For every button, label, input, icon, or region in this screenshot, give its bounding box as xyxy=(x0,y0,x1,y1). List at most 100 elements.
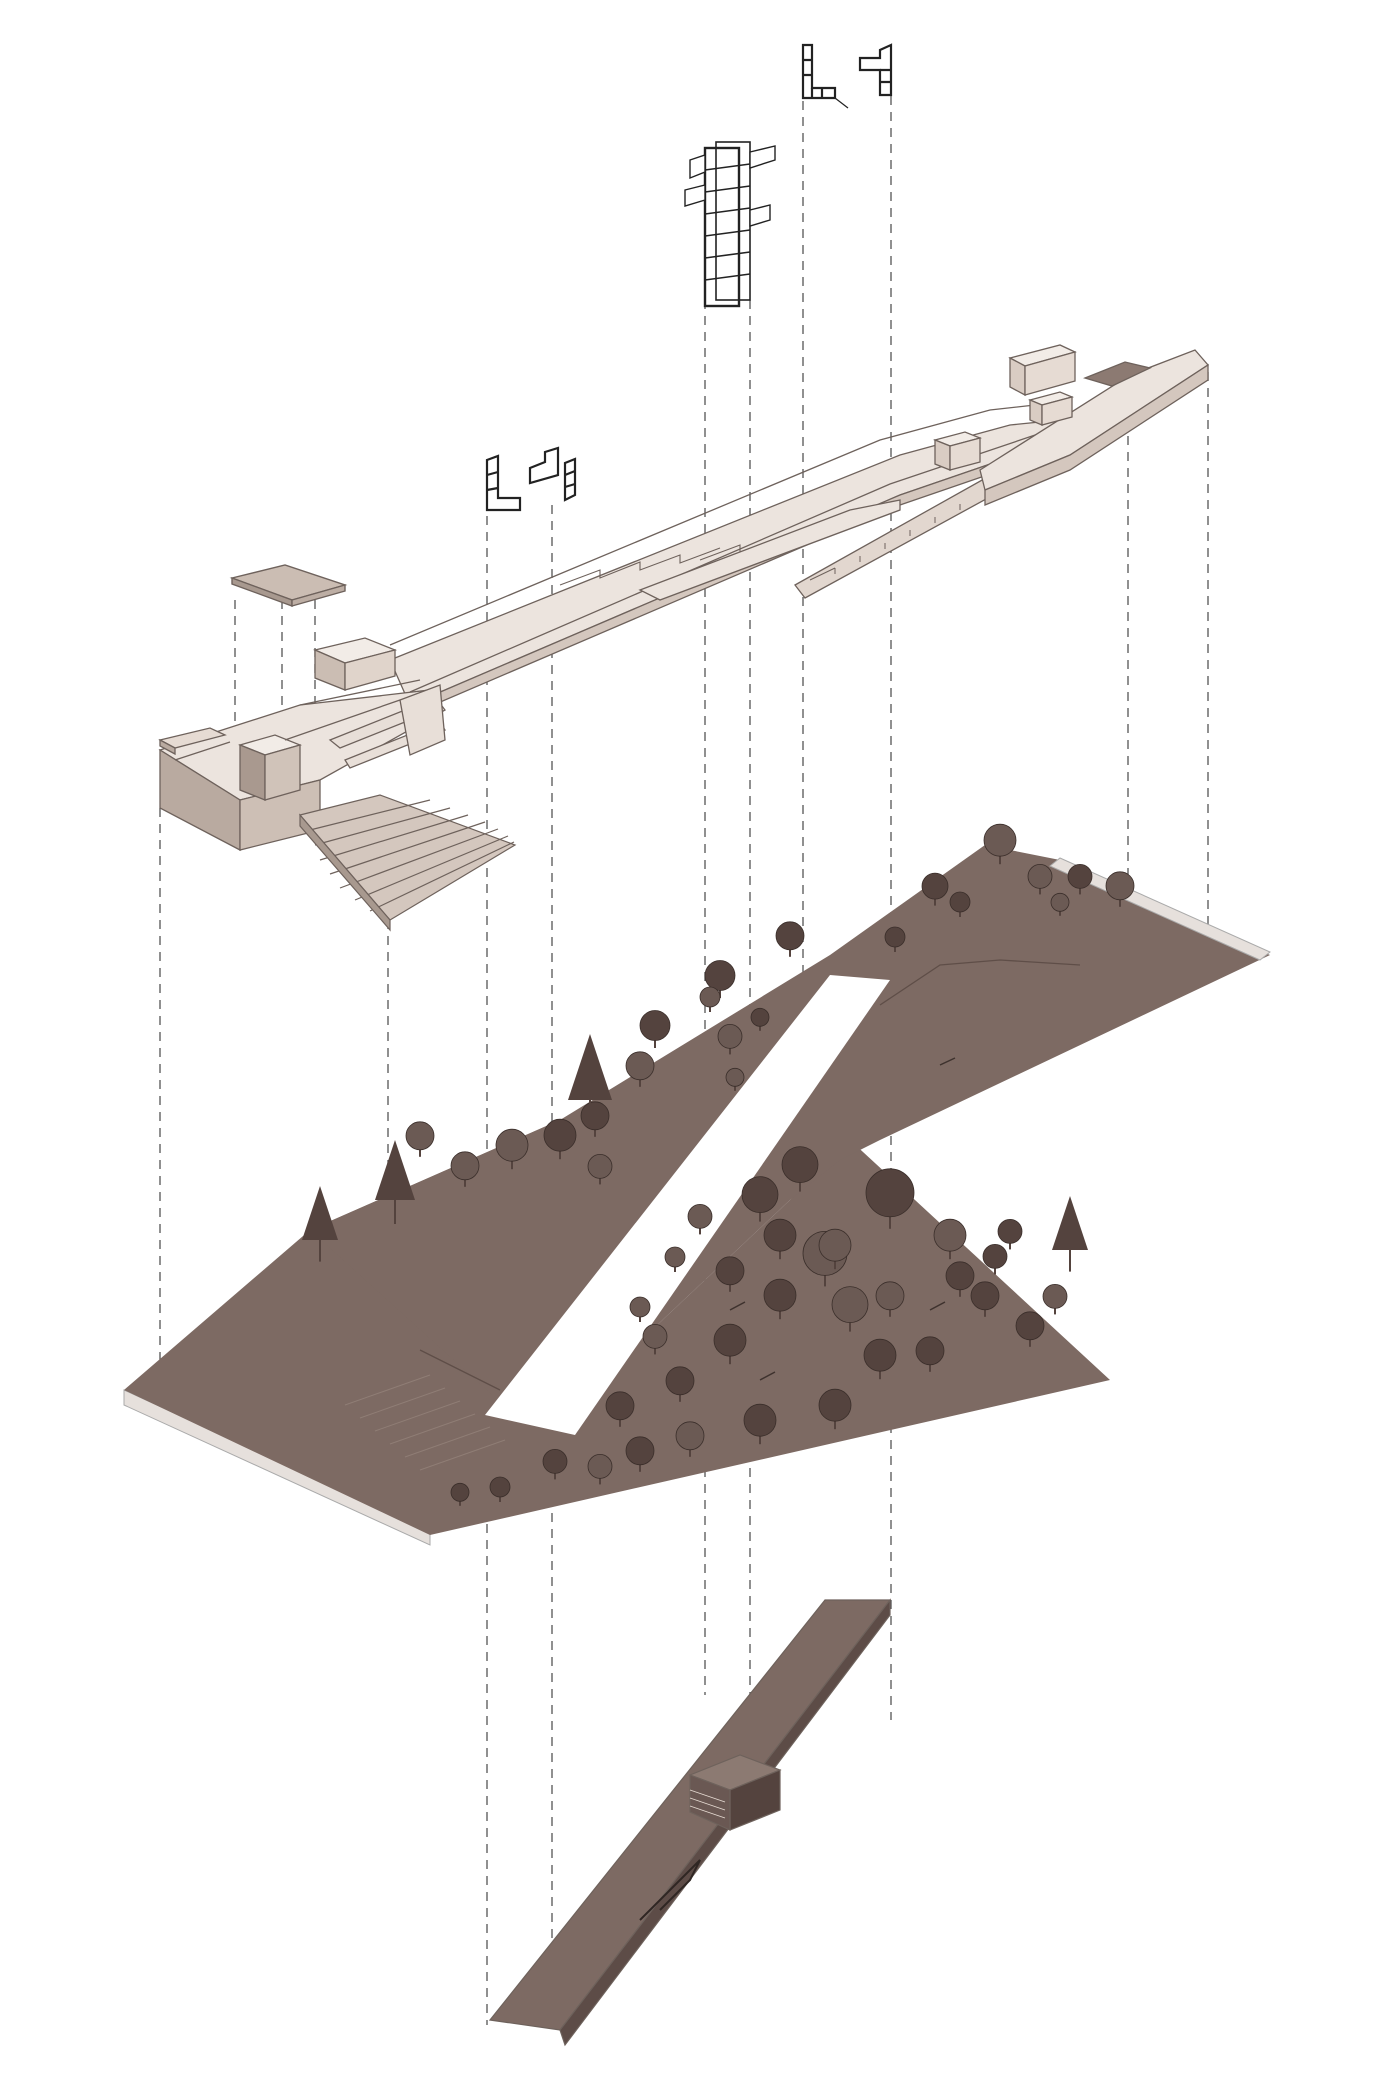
deciduous-tree xyxy=(543,1118,577,1160)
deciduous-tree xyxy=(725,1067,745,1091)
amphitheater-step-lines xyxy=(309,799,515,912)
stair-tower xyxy=(684,141,776,308)
deciduous-tree xyxy=(450,1482,470,1506)
deciduous-tree xyxy=(970,1281,1000,1317)
deciduous-tree xyxy=(884,926,906,952)
deciduous-tree xyxy=(949,891,971,917)
deciduous-tree xyxy=(1067,864,1093,895)
deciduous-tree xyxy=(664,1246,686,1272)
walkway-lower-ramp-steps xyxy=(809,504,961,581)
tower-floor-lines xyxy=(704,163,751,281)
trench-crack xyxy=(639,1859,701,1921)
trench-floor xyxy=(488,1599,892,2031)
terrace-railing xyxy=(174,679,421,761)
ground-upper-slab xyxy=(310,845,1270,1420)
walkway-railing-upper xyxy=(389,404,1036,646)
tower-frame-front xyxy=(703,146,741,308)
pavilion-court xyxy=(1083,361,1152,387)
pavilion-block-1 xyxy=(1008,344,1077,397)
deciduous-tree xyxy=(629,1296,651,1322)
terrace-canopy-left xyxy=(158,727,227,756)
conifer-tree xyxy=(375,1140,415,1224)
bench xyxy=(759,1371,776,1381)
deciduous-tree xyxy=(763,1278,797,1320)
entry-steps xyxy=(344,1374,506,1471)
frame-module-tail xyxy=(834,97,849,109)
deciduous-tree xyxy=(781,1146,819,1192)
deciduous-tree xyxy=(625,1051,655,1087)
bench xyxy=(939,1057,956,1066)
deciduous-tree xyxy=(945,1261,975,1297)
deciduous-tree xyxy=(997,1219,1023,1250)
deciduous-tree xyxy=(1050,892,1070,916)
bench xyxy=(929,1301,946,1311)
deciduous-tree xyxy=(642,1324,668,1355)
walkway-ramp-branch xyxy=(638,499,901,601)
deciduous-tree xyxy=(983,823,1017,865)
deciduous-tree xyxy=(741,1176,779,1222)
pavilion-block-2 xyxy=(1027,391,1075,426)
deciduous-tree xyxy=(915,1336,945,1372)
deciduous-tree xyxy=(587,1454,613,1485)
frame-module-corner xyxy=(858,43,893,97)
bench xyxy=(729,1301,746,1311)
deciduous-tree xyxy=(665,1366,695,1402)
terrace-stair-ramps xyxy=(328,684,446,769)
deciduous-tree xyxy=(587,1154,613,1185)
terrace-cube xyxy=(237,734,303,801)
frame-module-l-shape xyxy=(801,43,837,100)
end-pavilion xyxy=(932,344,1209,506)
frame-module-step xyxy=(528,446,560,485)
terrace-pavilion xyxy=(312,637,398,691)
deciduous-tree xyxy=(818,1388,852,1430)
benches xyxy=(729,1057,956,1381)
deciduous-tree xyxy=(875,1281,905,1317)
central-void xyxy=(485,975,890,1435)
deciduous-tree xyxy=(1027,864,1053,895)
amphitheater-edge xyxy=(299,813,391,932)
deciduous-tree xyxy=(704,960,736,998)
deciduous-tree xyxy=(865,1168,915,1229)
deciduous-tree xyxy=(699,986,721,1012)
deciduous-tree xyxy=(625,1436,655,1472)
walkway-side xyxy=(409,439,1061,716)
deciduous-tree xyxy=(863,1338,897,1380)
deciduous-tree xyxy=(921,872,949,906)
roof-canopy xyxy=(229,564,348,608)
terrace-building xyxy=(158,637,446,852)
ground-path xyxy=(419,959,1081,1391)
underground-channel xyxy=(488,1598,892,2047)
deciduous-tree xyxy=(489,1476,511,1502)
trees xyxy=(302,823,1135,1506)
deciduous-tree xyxy=(450,1151,480,1187)
deciduous-tree xyxy=(405,1121,435,1157)
deciduous-tree xyxy=(763,1218,797,1260)
deciduous-tree xyxy=(639,1010,671,1048)
deciduous-tree xyxy=(687,1204,713,1235)
tower-stair-flights xyxy=(684,145,776,227)
elevator-frame-modules-left xyxy=(485,446,577,512)
deciduous-tree xyxy=(605,1391,635,1427)
pavilion-side xyxy=(984,363,1209,506)
deciduous-tree xyxy=(831,1286,869,1332)
deciduous-tree xyxy=(775,921,805,957)
conifer-tree xyxy=(568,1034,612,1127)
deciduous-tree xyxy=(743,1403,777,1445)
deciduous-tree xyxy=(1105,871,1135,907)
canopy-side-2 xyxy=(291,584,346,607)
elevated-walkway xyxy=(389,404,1061,716)
ground-edge-right xyxy=(1049,857,1271,961)
deciduous-tree xyxy=(982,1244,1008,1275)
deciduous-tree xyxy=(495,1128,529,1170)
stair-landing xyxy=(688,1754,782,1831)
frame-module-tall xyxy=(563,457,577,502)
deciduous-tree xyxy=(713,1323,747,1365)
walkway-railing-lower xyxy=(409,429,1051,693)
deciduous-tree xyxy=(580,1101,610,1137)
deciduous-tree xyxy=(933,1218,967,1260)
frame-module-l-shape xyxy=(485,454,522,512)
conifer-tree xyxy=(302,1186,338,1262)
elevator-frame-modules-top xyxy=(801,43,893,109)
